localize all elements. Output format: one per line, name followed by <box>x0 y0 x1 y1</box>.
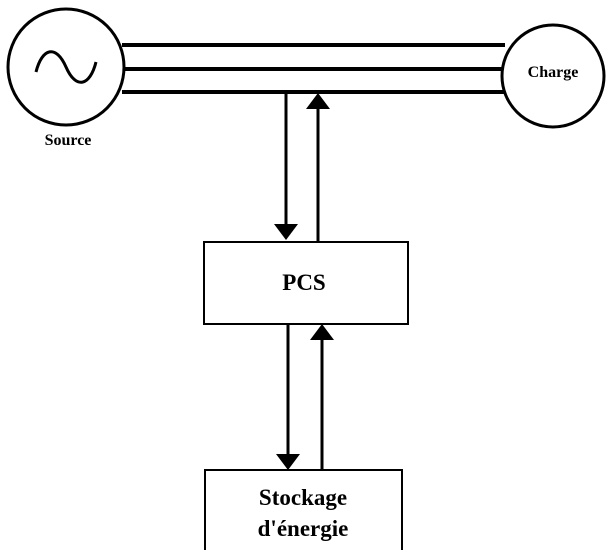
bus-bar-top-line <box>122 43 505 47</box>
storage-label-line2: d'énergie <box>258 516 349 541</box>
storage-to-pcs-flow <box>310 324 334 470</box>
source-label: Source <box>45 132 92 149</box>
bus-to-pcs-flow <box>274 94 298 240</box>
pcs-block: PCS <box>203 241 409 325</box>
bus-bar-bottom-line <box>122 90 505 94</box>
load-circle <box>500 23 606 129</box>
bus-bar <box>122 43 505 94</box>
storage-label-line1: Stockage <box>259 485 347 510</box>
storage-to-pcs-arrowhead <box>310 324 334 340</box>
pcs-to-storage-arrowhead <box>276 454 300 470</box>
load: Charge <box>500 23 606 129</box>
storage-block: Stockage d'énergie <box>204 469 403 550</box>
load-label: Charge <box>528 64 579 81</box>
sine-wave-icon <box>34 50 98 84</box>
storage-box <box>204 469 403 550</box>
source: Source <box>6 7 126 149</box>
pcs-label: PCS <box>282 270 325 295</box>
bus-bar-middle-line <box>122 67 505 71</box>
bus-to-pcs-arrowhead <box>274 224 298 240</box>
pcs-to-bus-arrowhead <box>306 93 330 109</box>
pcs-to-bus-flow <box>306 93 330 242</box>
pcs-box <box>203 241 409 325</box>
pcs-to-storage-flow <box>276 324 300 470</box>
